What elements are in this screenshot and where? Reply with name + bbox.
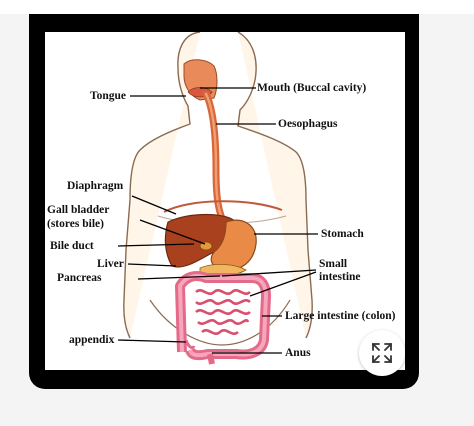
- label-anus: Anus: [285, 347, 311, 359]
- pointer-lines: [117, 87, 318, 354]
- label-large-intestine: Large intestine (colon): [285, 310, 396, 322]
- label-mouth: Mouth (Buccal cavity): [257, 82, 367, 94]
- label-appendix: appendix: [69, 334, 115, 346]
- label-bile-duct: Bile duct: [50, 240, 94, 252]
- expand-arrows-icon: [372, 343, 392, 363]
- label-small-2: intestine: [319, 271, 361, 283]
- label-gall-bladder: Gall bladder: [47, 204, 110, 216]
- gall-bladder-shape: [199, 241, 213, 251]
- digestive-system-diagram: [117, 32, 318, 365]
- diaphragm-line: [163, 200, 283, 213]
- label-pancreas: Pancreas: [57, 272, 102, 284]
- label-small-1: Small: [319, 258, 348, 270]
- rectum-shape: [207, 353, 215, 365]
- appendix-shape: [184, 339, 196, 350]
- label-stores-bile: (stores bile): [47, 218, 104, 230]
- body-outline: [123, 32, 313, 339]
- diagram-canvas: Tongue Mouth (Buccal cavity) Oesophagus …: [45, 32, 405, 370]
- large-intestine-shape: [175, 271, 271, 361]
- label-diaphragm: Diaphragm: [67, 180, 124, 192]
- expand-button[interactable]: [359, 330, 405, 376]
- label-tongue: Tongue: [90, 90, 127, 102]
- liver-shape: [164, 213, 237, 268]
- page-top-strip: [0, 0, 474, 14]
- small-intestine-coils: [195, 289, 251, 335]
- label-oesophagus: Oesophagus: [278, 118, 338, 130]
- label-liver: Liver: [97, 258, 124, 270]
- label-stomach: Stomach: [321, 228, 364, 240]
